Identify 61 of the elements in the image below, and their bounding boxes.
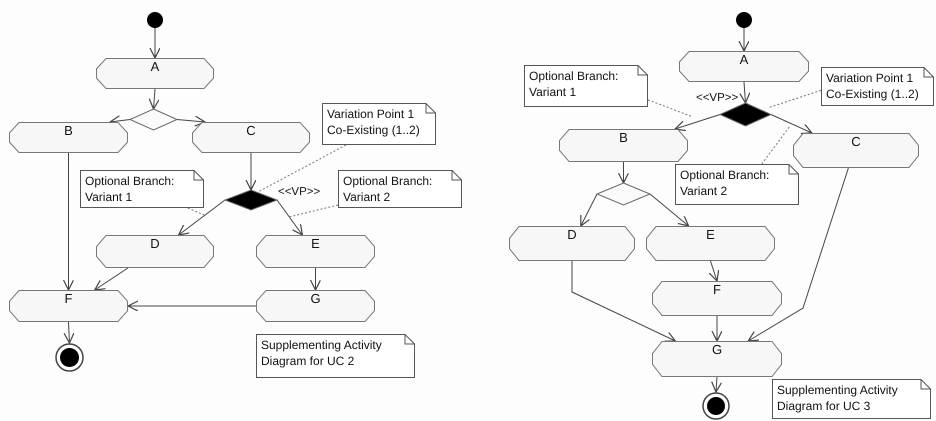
stereotype-label: <<VP>> (696, 92, 738, 105)
action-node: B (559, 129, 688, 162)
arrow (62, 152, 74, 291)
variation-point-diamond (720, 103, 771, 126)
action-node: F (9, 290, 128, 322)
leader-line (648, 99, 694, 118)
arrow (310, 268, 322, 291)
action-node: C (192, 122, 310, 153)
variation-point-diamond (225, 190, 277, 210)
note-box: Optional Branch: Variant 1 (524, 65, 648, 107)
action-node: B (9, 122, 128, 153)
arrow (770, 114, 812, 134)
arrow (748, 168, 849, 342)
decision-diamond (130, 109, 177, 130)
note-box: Variation Point 1 Co-Existing (1..2) (821, 67, 934, 106)
action-node: G (256, 290, 375, 322)
note-box: Supplementing Activity Diagram for UC 2 (256, 334, 415, 378)
arrow (149, 28, 161, 59)
decision-diamond (597, 183, 650, 205)
note-box: Optional Branch: Variant 2 (338, 170, 462, 208)
arrow (650, 194, 690, 227)
action-node: C (793, 133, 919, 168)
arrow (148, 88, 160, 110)
arrow (580, 194, 598, 227)
action-node: A (679, 51, 809, 82)
leader-line (288, 204, 338, 218)
action-node: D (509, 226, 635, 261)
action-node: F (652, 281, 782, 316)
leader-line (761, 126, 790, 164)
start-node (147, 12, 163, 28)
leader-line (256, 144, 346, 193)
leader-line (187, 208, 204, 216)
arrow (178, 200, 226, 236)
arrow (127, 300, 256, 312)
leader-line (768, 90, 822, 108)
note-box: Optional Branch: Variant 1 (80, 170, 204, 208)
arrow (711, 376, 722, 393)
start-node (736, 12, 752, 28)
arrow (738, 28, 750, 52)
action-node: G (652, 341, 782, 377)
arrow (176, 116, 206, 127)
arrow (94, 268, 128, 291)
action-node: D (96, 235, 214, 268)
arrow (572, 260, 676, 342)
arrow (674, 114, 720, 132)
arrow (245, 152, 257, 191)
arrow (708, 260, 720, 282)
arrow (711, 316, 723, 342)
arrow (276, 200, 303, 236)
end-node (702, 392, 730, 420)
action-node: A (96, 58, 214, 89)
note-box: Optional Branch: Variant 2 (675, 164, 799, 205)
action-node: E (646, 226, 775, 261)
stereotype-label: <<VP>> (278, 186, 320, 199)
arrow (618, 162, 630, 184)
note-box: Supplementing Activity Diagram for UC 3 (772, 379, 931, 419)
note-box: Variation Point 1 Co-Existing (1..2) (322, 103, 436, 145)
end-node (55, 343, 84, 372)
arrow (63, 322, 75, 344)
action-node: E (256, 235, 375, 268)
arrow (739, 82, 750, 104)
